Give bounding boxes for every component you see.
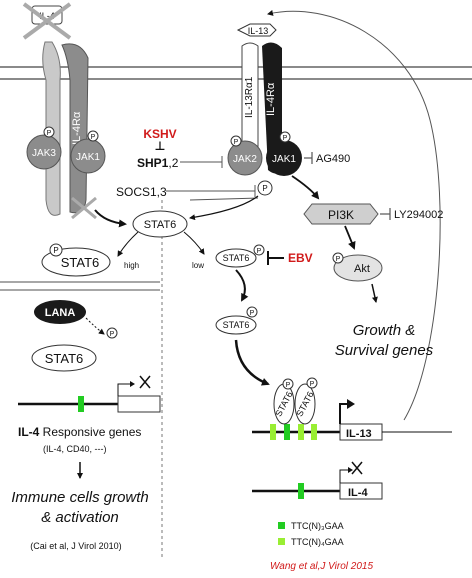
svg-text:JAK2: JAK2 [233, 154, 257, 165]
svg-text:P: P [310, 381, 315, 388]
svg-text:P: P [257, 248, 262, 255]
jak1-kinase-left: JAK1 P [70, 130, 106, 174]
svg-text:IL-4: IL-4 [39, 11, 55, 21]
kshv-inhibit-symbol: ⊥ [155, 139, 166, 153]
svg-text:EBV: EBV [288, 251, 313, 265]
svg-text:P: P [234, 139, 239, 146]
svg-text:P: P [250, 310, 255, 317]
svg-text:STAT6: STAT6 [61, 255, 100, 270]
svg-text:IL-13: IL-13 [248, 26, 269, 36]
arrow-left-to-stat6 [94, 209, 127, 228]
arrow-pi3k-to-akt [344, 225, 356, 250]
akt: Akt P [332, 252, 383, 282]
jak1-kinase-right: JAK1 P [266, 131, 302, 176]
shp-label: SHP1,2 [137, 156, 179, 170]
svg-text:P: P [262, 184, 267, 193]
legend-item-2: TTC(N)₄GAA [291, 537, 344, 547]
stat6-cytoplasmic: STAT6 [132, 210, 188, 238]
arrow-high [117, 231, 139, 257]
il13-gene-locus: IL-13 [252, 399, 452, 441]
svg-text:IL-4: IL-4 [348, 487, 368, 499]
il13-autocrine-loop-arrow [267, 9, 441, 421]
phospho-stat6-left: STAT6 P [41, 243, 111, 277]
stat6-nuclear-left: STAT6 [31, 344, 97, 372]
svg-text:PI3K: PI3K [328, 208, 354, 222]
svg-text:P: P [91, 134, 96, 141]
svg-text:P: P [53, 246, 58, 255]
stat6-low-branch: STAT6 P [215, 244, 265, 268]
svg-text:P: P [110, 331, 115, 338]
ly294002-inhibitor: LY294002 [380, 208, 443, 221]
blocked-stat6-cross [71, 196, 97, 220]
svg-text:IL-4Rα: IL-4Rα [71, 111, 83, 145]
svg-text:STAT6: STAT6 [223, 320, 250, 330]
svg-text:P: P [47, 130, 52, 137]
svg-text:JAK1: JAK1 [76, 152, 100, 163]
il13-ligand: IL-13 [236, 23, 277, 37]
il4-responsive-gene-list: (IL-4, CD40, ---) [43, 444, 107, 454]
growth-label-1: Growth & [353, 322, 416, 339]
high-label: high [124, 261, 139, 270]
jak3-kinase: JAK3 P [26, 126, 62, 170]
svg-text:P: P [286, 382, 291, 389]
growth-label-2: Survival genes [335, 342, 434, 359]
il4r-alpha-chain-right: IL-4Rα [262, 42, 282, 174]
phospho-site [257, 180, 273, 196]
svg-text:JAK1: JAK1 [272, 154, 296, 165]
ag490-inhibitor: AG490 [304, 152, 350, 165]
svg-text:P: P [336, 256, 341, 263]
svg-text:P: P [283, 135, 288, 142]
lana-dephospho-arrow [85, 317, 105, 335]
stat6-nuclear-right: STAT6 P [215, 306, 258, 335]
pi3k: PI3K [303, 203, 379, 225]
arrow-p-to-stat6 [189, 195, 259, 221]
arrow-low [183, 231, 205, 255]
nuclear-membrane [0, 281, 160, 291]
kshv-label: KSHV [143, 127, 176, 141]
arrow-to-il13-promoter [234, 339, 270, 386]
svg-text:LANA: LANA [45, 307, 76, 319]
svg-text:AG490: AG490 [316, 153, 350, 165]
outcome-line-2: & activation [41, 509, 119, 526]
svg-text:JAK3: JAK3 [32, 148, 56, 159]
il4-responsive-genes-label: IL-4 Responsive genes [18, 425, 141, 439]
lana: LANA [34, 300, 86, 324]
jak2-kinase: JAK2 P [227, 135, 263, 176]
citation-right: Wang et al,J Virol 2015 [270, 561, 373, 572]
svg-text:IL-13: IL-13 [346, 428, 372, 440]
low-label: low [192, 261, 204, 270]
svg-text:LY294002: LY294002 [394, 209, 443, 221]
arrow-akt-down [371, 283, 378, 303]
socs-label: SOCS1,3 [116, 185, 167, 199]
svg-text:STAT6: STAT6 [45, 351, 84, 366]
svg-text:Akt: Akt [354, 263, 370, 275]
svg-text:STAT6: STAT6 [144, 219, 177, 231]
legend: TTC(N)₃GAA TTC(N)₄GAA [278, 521, 344, 547]
ebv-inhibitor: EBV [267, 251, 313, 265]
il4-ligand: IL-4 [22, 2, 72, 40]
il4r-alpha-chain: IL-4Rα [61, 43, 89, 214]
legend-item-1: TTC(N)₃GAA [291, 521, 344, 531]
il4-gene-locus-right: IL-4 [252, 461, 383, 500]
arrow-jak1-to-pi3k [291, 175, 320, 200]
arrow-stat6-translocate [235, 269, 249, 302]
il4-responsive-gene-locus [18, 375, 161, 413]
socs-to-stat6-line [189, 197, 259, 201]
svg-text:IL-4Rα: IL-4Rα [265, 82, 277, 116]
svg-text:IL-13Rα1: IL-13Rα1 [244, 76, 255, 118]
svg-text:STAT6: STAT6 [223, 253, 250, 263]
outcome-line-1: Immune cells growth [11, 489, 149, 506]
citation-left: (Cai et al, J Virol 2010) [30, 541, 121, 551]
stat6-dimer: STAT6 P STAT6 P [273, 377, 318, 425]
